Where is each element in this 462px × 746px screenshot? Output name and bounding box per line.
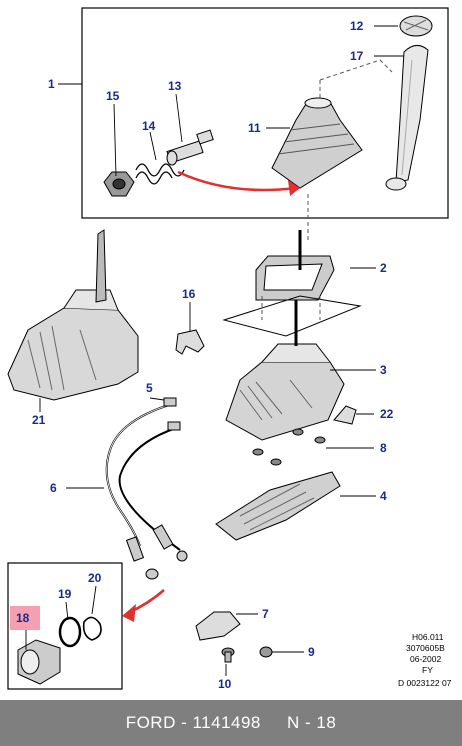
meta-line-5: D 0023122 07 [398, 678, 452, 688]
part-14-spring [135, 163, 185, 185]
callout-9: 9 [308, 645, 315, 659]
meta-line-3: 06-2002 [410, 654, 441, 664]
part-4-base-plate [215, 471, 341, 541]
callout-21: 21 [32, 413, 46, 427]
callout-18-highlight [10, 606, 40, 630]
callouts: 1 2 3 4 5 6 7 8 9 10 11 12 13 14 15 16 1… [16, 19, 394, 691]
part-22-clip [333, 405, 357, 425]
callout-20: 20 [88, 571, 102, 585]
part-9-nut [259, 646, 273, 658]
callout-12: 12 [350, 19, 364, 33]
construction-lines-top [319, 59, 393, 100]
meta-line-2: 3070605B [406, 643, 445, 653]
meta-line-1: H06.011 [412, 632, 444, 642]
callout-16: 16 [182, 287, 196, 301]
callout-3: 3 [380, 363, 387, 377]
part-20-clip [82, 616, 102, 641]
part-16-bracket [175, 329, 205, 355]
footer-brand: FORD [125, 713, 176, 732]
callout-19: 19 [58, 587, 72, 601]
red-arrow-head-top [288, 180, 300, 196]
inset-box-gear-knob [81, 7, 449, 219]
callout-4: 4 [380, 489, 387, 503]
callout-7: 7 [262, 607, 269, 621]
callout-17: 17 [350, 49, 364, 63]
callout-14: 14 [142, 119, 156, 133]
callout-11: 11 [248, 121, 261, 135]
callout-22: 22 [380, 407, 394, 421]
callout-2: 2 [380, 261, 387, 275]
part-10-bolt [221, 647, 235, 663]
footer-gap [261, 713, 287, 733]
footer-position: N - 18 [287, 713, 337, 732]
callout-1: 1 [48, 77, 55, 91]
callout-15: 15 [106, 89, 120, 103]
footer-part-number: 1141498 [192, 713, 261, 732]
inset-box-bushing [7, 562, 123, 690]
callout-6: 6 [50, 481, 57, 495]
part-11-gaiter-boot [271, 97, 363, 189]
part-12-knob-insert [399, 15, 433, 37]
part-3-housing [225, 300, 345, 441]
meta-line-4: FY [422, 665, 433, 675]
part-15-nut [103, 171, 135, 197]
callout-8: 8 [380, 441, 387, 455]
leader-lines [25, 25, 404, 676]
parts-diagram: 1 2 3 4 5 6 7 8 9 10 11 12 13 14 15 16 1… [7, 7, 452, 691]
footer-bar: FORD - 1141498 N - 18 [0, 700, 462, 746]
footer-separator: - [175, 713, 193, 732]
red-arrow-head-bottom [122, 604, 136, 622]
part-17-gear-lever [385, 45, 429, 191]
callout-10: 10 [218, 677, 232, 691]
part-13-plunger [166, 129, 214, 166]
part-21-left-housing [7, 229, 139, 401]
part-7-bracket [195, 611, 241, 641]
part-2-gate-plate [255, 230, 335, 301]
construction-lines-center [261, 194, 321, 320]
cable-end-fittings [125, 397, 188, 580]
red-arrow-assembly [177, 170, 297, 192]
drawing-meta: H06.011 3070605B 06-2002 FY D 0023122 07 [398, 632, 452, 688]
part-19-o-ring [58, 616, 82, 648]
callout-13: 13 [168, 79, 182, 93]
part-8-nuts [252, 428, 326, 466]
callout-5: 5 [146, 381, 153, 395]
part-18-bushing [17, 639, 61, 685]
gasket-plate [222, 295, 362, 337]
callout-18: 18 [16, 611, 30, 625]
